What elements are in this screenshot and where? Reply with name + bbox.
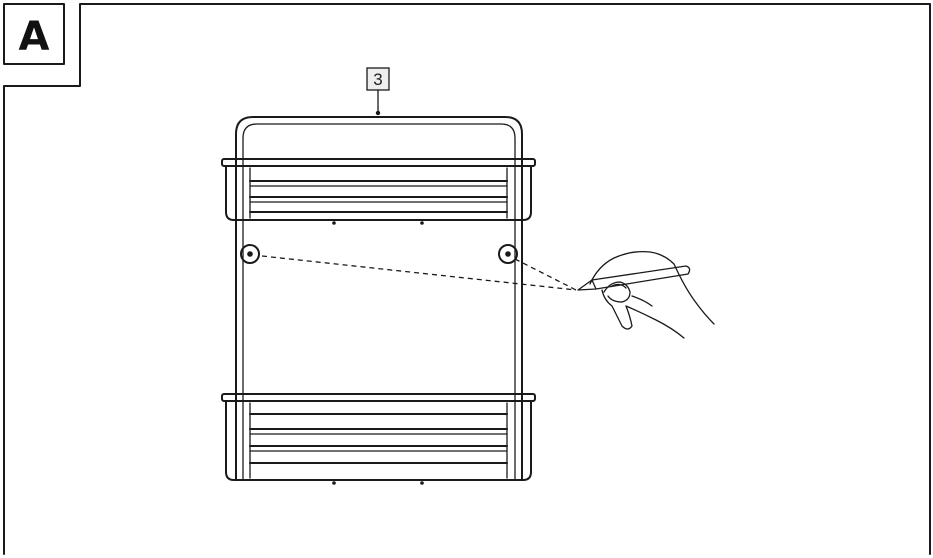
top-basket-right-side [522, 165, 532, 221]
part-callout: 3 [366, 67, 390, 116]
hand-knuckle [631, 295, 653, 307]
screw-hole-center [247, 251, 253, 257]
panel-label: A [3, 3, 65, 65]
screw-hole-icon [498, 244, 518, 264]
screw-hole-center [505, 251, 511, 257]
back-frame-inner [242, 123, 516, 481]
right-mounting-hole [498, 244, 518, 264]
hand-finger [611, 283, 627, 289]
bottom-basket-left-side [225, 400, 235, 481]
bottom-basket-rim [221, 393, 536, 402]
top-basket-left-side [225, 165, 235, 221]
bottom-basket-right-side [522, 400, 532, 481]
bottom-basket-foot [332, 481, 336, 485]
top-basket [221, 158, 536, 225]
top-basket-foot [420, 221, 424, 225]
callout-dot [375, 110, 381, 116]
panel-label-box [3, 3, 65, 65]
hand-outline [589, 250, 715, 325]
hand-palm [601, 289, 685, 339]
bottom-basket [221, 393, 536, 485]
marking-line-right [514, 258, 577, 291]
pencil-tip-line [591, 279, 597, 290]
hand-thumb [603, 281, 631, 303]
part-callout-number: 3 [373, 70, 382, 89]
top-basket-rim [221, 158, 536, 167]
marking-line-left [261, 255, 577, 291]
bottom-basket-foot [420, 481, 424, 485]
left-mounting-hole [240, 244, 260, 264]
diagram-frame [3, 3, 931, 555]
panel-label-text: A [19, 14, 50, 60]
screw-hole-icon [240, 244, 260, 264]
top-basket-foot [332, 221, 336, 225]
shower-caddy [221, 116, 577, 485]
hand-with-pencil-icon [577, 250, 715, 339]
pencil [577, 265, 691, 291]
back-frame [235, 116, 523, 481]
